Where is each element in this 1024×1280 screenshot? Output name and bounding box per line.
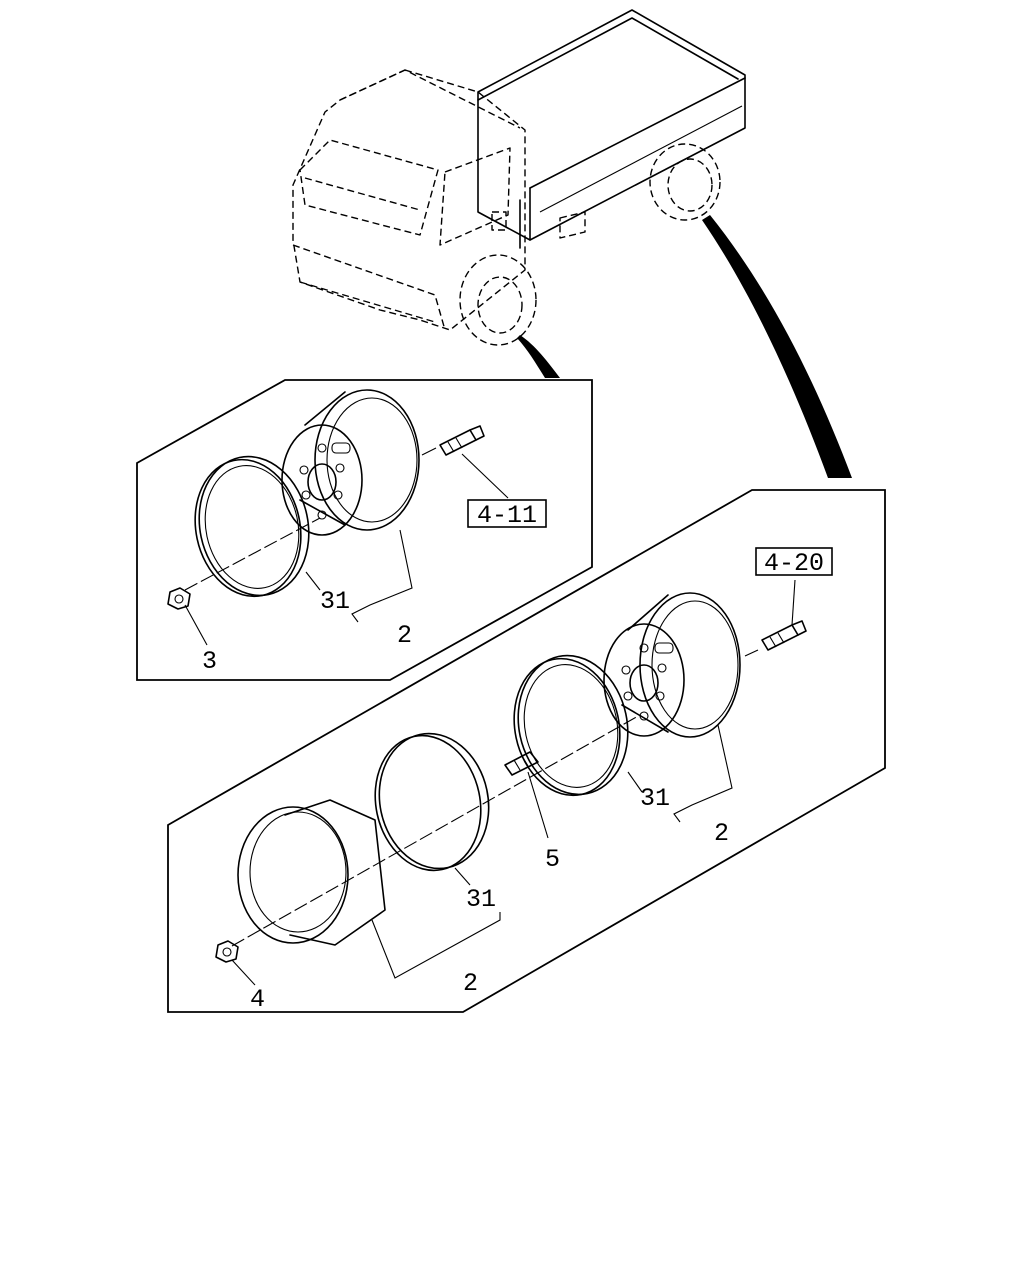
ref-box-front-bolt bbox=[467, 499, 547, 528]
ref-rear-bolt: 4-20 bbox=[764, 549, 824, 578]
callout-front-rim-ring: 31 bbox=[320, 587, 350, 616]
callout-rear-outer-rim-ring: 31 bbox=[640, 784, 670, 813]
rear-wheel-pointer-arrow bbox=[702, 215, 852, 478]
front-wheel-disc bbox=[281, 389, 420, 536]
rear-outer-rim-ring bbox=[513, 654, 629, 797]
rear-inner-wheel-drum bbox=[237, 799, 386, 946]
callout-rear-outer-wheel: 2 bbox=[714, 819, 729, 848]
rear-inner-rim-ring bbox=[374, 732, 490, 872]
callout-front-nut: 3 bbox=[202, 647, 217, 676]
ref-box-rear-bolt bbox=[755, 547, 833, 576]
callout-rear-nut: 4 bbox=[250, 985, 265, 1014]
rear-wheel-bolt bbox=[761, 620, 807, 651]
front-rim-ring bbox=[194, 455, 310, 598]
ref-front-bolt: 4-11 bbox=[477, 501, 537, 530]
callout-front-wheel: 2 bbox=[397, 621, 412, 650]
rear-valve-bolt bbox=[504, 751, 539, 776]
front-wheel-nut bbox=[167, 587, 191, 610]
front-wheel-bolt bbox=[439, 425, 485, 456]
rear-wheel-nut bbox=[215, 940, 239, 963]
callout-rear-inner-rim-ring: 31 bbox=[466, 885, 496, 914]
rear-wheel-frame: 4-20 31 2 5 31 2 4 bbox=[167, 489, 886, 1014]
front-wheel-pointer-arrow bbox=[517, 335, 560, 378]
front-wheel-frame: 4-11 31 2 3 bbox=[136, 379, 593, 681]
callout-rear-valve: 5 bbox=[545, 845, 560, 874]
truck-illustration bbox=[292, 9, 746, 346]
rear-outer-wheel-disc bbox=[603, 592, 741, 738]
callout-rear-inner-wheel: 2 bbox=[463, 969, 478, 998]
